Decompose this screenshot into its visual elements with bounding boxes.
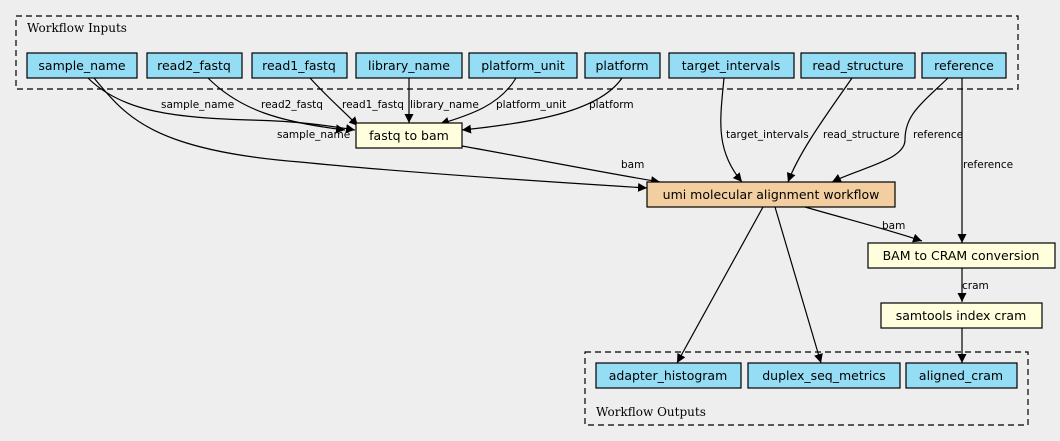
edge-label-reference: reference [963, 159, 1013, 171]
output-node-duplex-seq-metrics[interactable]: duplex_seq_metrics [747, 362, 901, 389]
edge-umi-alignment-to-adapter-histogram [676, 206, 764, 364]
input-node-platform-unit[interactable]: platform_unit [468, 52, 578, 79]
step-node-label: samtools index cram [896, 308, 1027, 323]
edge-read1-fastq-to-fastq-to-bam [309, 77, 359, 127]
edge-label-sample-name: sample_name [161, 99, 234, 111]
input-nodes: sample_name read2_fastq read1_fastq libr… [26, 52, 1007, 79]
edge-read-structure-to-umi-alignment [786, 77, 853, 183]
input-node-platform[interactable]: platform [584, 52, 661, 79]
input-node-label: platform [595, 58, 648, 73]
edge-umi-alignment-to-duplex-seq-metrics [774, 206, 823, 364]
edge-fastq-to-bam-to-umi-alignment [461, 145, 661, 185]
workflow-inputs-cluster: Workflow Inputs [15, 15, 1019, 90]
workflow-outputs-label: Workflow Outputs [596, 405, 706, 419]
edge-label-library-name: library_name [410, 99, 479, 111]
input-node-library-name[interactable]: library_name [355, 52, 463, 79]
output-node-adapter-histogram[interactable]: adapter_histogram [595, 362, 742, 389]
edge-platform-to-fastq-to-bam [461, 77, 623, 134]
input-node-label: library_name [368, 58, 450, 73]
edge-label-target-intervals: target_intervals [726, 129, 809, 141]
input-node-label: platform_unit [481, 58, 565, 73]
input-node-label: read1_fastq [262, 58, 336, 73]
workflow-inputs-label: Workflow Inputs [27, 21, 127, 35]
step-node-bam-to-cram[interactable]: BAM to CRAM conversion [867, 242, 1056, 269]
step-nodes: fastq to bam umi molecular alignment wor… [355, 122, 1056, 329]
step-node-umi-alignment[interactable]: umi molecular alignment workflow [646, 181, 896, 208]
output-node-label: aligned_cram [919, 368, 1003, 383]
edge-labels: sample_name sample_name read2_fastq read… [161, 99, 1013, 292]
input-node-label: sample_name [38, 58, 125, 73]
edge-label-read1-fastq: read1_fastq [342, 99, 404, 111]
input-node-label: target_intervals [682, 58, 780, 73]
input-node-read1-fastq[interactable]: read1_fastq [251, 52, 348, 79]
input-node-label: read2_fastq [157, 58, 231, 73]
output-node-label: duplex_seq_metrics [762, 368, 886, 383]
edge-umi-alignment-to-bam-to-cram [804, 206, 923, 243]
edge-reference-to-umi-alignment [831, 77, 949, 183]
step-node-fastq-to-bam[interactable]: fastq to bam [355, 122, 463, 149]
edge-sample-name-to-fastq-to-bam [87, 77, 356, 134]
input-node-reference[interactable]: reference [921, 52, 1007, 79]
input-node-read-structure[interactable]: read_structure [800, 52, 916, 79]
step-node-label: umi molecular alignment workflow [663, 187, 880, 202]
input-node-target-intervals[interactable]: target_intervals [668, 52, 795, 79]
edge-read2-fastq-to-fastq-to-bam [207, 77, 346, 134]
edge-label-platform-unit: platform_unit [496, 99, 566, 111]
output-node-label: adapter_histogram [609, 368, 728, 383]
edge-label-bam: bam [882, 220, 905, 232]
output-nodes: adapter_histogram duplex_seq_metrics ali… [595, 362, 1018, 389]
output-node-aligned-cram[interactable]: aligned_cram [905, 362, 1018, 389]
edge-label-read-structure: read_structure [823, 129, 900, 141]
edge-label-reference: reference [913, 129, 963, 141]
edges [87, 77, 967, 364]
input-node-sample-name[interactable]: sample_name [26, 52, 138, 79]
input-node-label: read_structure [812, 58, 903, 73]
edge-label-platform: platform [589, 99, 634, 111]
input-node-label: reference [934, 58, 994, 73]
step-node-index-cram[interactable]: samtools index cram [880, 302, 1043, 329]
edge-target-intervals-to-umi-alignment [720, 77, 743, 183]
edge-label-bam: bam [621, 159, 644, 171]
input-node-read2-fastq[interactable]: read2_fastq [146, 52, 243, 79]
step-node-label: fastq to bam [369, 128, 449, 143]
edge-platform-unit-to-fastq-to-bam [439, 77, 517, 126]
step-node-label: BAM to CRAM conversion [883, 248, 1040, 263]
edge-label-cram: cram [962, 280, 989, 292]
workflow-outputs-cluster: Workflow Outputs [584, 351, 1029, 426]
edge-sample-name-to-umi-alignment [93, 77, 648, 192]
edge-label-read2-fastq: read2_fastq [261, 99, 323, 111]
edge-label-sample-name: sample_name [277, 129, 350, 141]
